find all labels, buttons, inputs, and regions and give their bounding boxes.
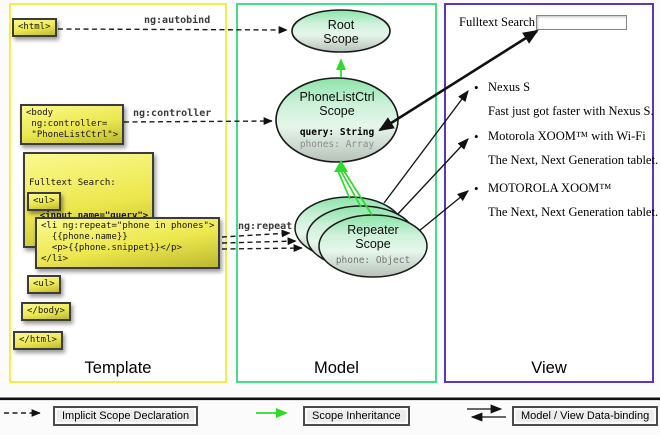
databinding-arrow-icon xyxy=(467,404,506,422)
product-name: Motorola XOOM™ with Wi-Fi xyxy=(488,129,646,143)
code-box-ul-open: <ul> xyxy=(27,192,61,211)
ng-repeat-label: ng:repeat xyxy=(238,221,293,232)
fulltext-search-label: Fulltext Search: xyxy=(459,15,539,29)
product-desc: Fast just got faster with Nexus S. xyxy=(488,104,654,118)
code-box-html-close: </html> xyxy=(13,331,63,350)
repeater-scope-title: Repeater Scope xyxy=(347,223,399,251)
legend-implicit-scope-declaration: Implicit Scope Declaration xyxy=(53,406,199,427)
code-box-body-open: <body ng:controller= "PhoneListCtrl"> xyxy=(20,104,125,145)
code-box-ul-close: <ul> xyxy=(27,275,61,294)
product-desc: The Next, Next Generation tablet. xyxy=(488,205,659,219)
legend-model-view-databinding: Model / View Data-binding xyxy=(512,406,659,427)
ng-controller-label: ng:controller xyxy=(133,108,212,119)
model-column-title: Model xyxy=(314,359,359,377)
code-box-html-open: <html> xyxy=(12,18,57,37)
fulltext-code-label: Fulltext Search: xyxy=(29,177,116,188)
scope-prop-phones: phones: Array xyxy=(299,139,375,150)
phonelistctrl-scope-title: PhoneListCtrl Scope xyxy=(299,90,375,118)
code-box-li-repeat: <li ng:repeat="phone in phones"> {{phone… xyxy=(35,217,221,269)
scope-prop-query: query: String xyxy=(299,127,375,138)
view-column-title: View xyxy=(531,359,567,377)
legend-separator-line xyxy=(0,397,660,401)
template-column-title: Template xyxy=(84,359,152,377)
root-scope-title: Root Scope xyxy=(323,18,359,46)
bullet-icon: • xyxy=(474,181,479,196)
product-desc: The Next, Next Generation tablet. xyxy=(488,153,659,167)
product-name: Nexus S xyxy=(488,80,531,94)
bullet-icon: • xyxy=(474,129,479,144)
model-panel xyxy=(236,3,437,383)
ng-autobind-label: ng:autobind xyxy=(144,15,211,26)
product-name: MOTOROLA XOOM™ xyxy=(488,181,612,195)
input-code-line: <input name="query"> xyxy=(29,210,149,221)
scope-prop-phone: phone: Object xyxy=(335,255,411,266)
legend-scope-inheritance: Scope Inheritance xyxy=(303,406,410,427)
fulltext-search-input[interactable] xyxy=(536,15,627,30)
code-box-body-close: </body> xyxy=(21,302,71,321)
bullet-icon: • xyxy=(474,80,479,95)
